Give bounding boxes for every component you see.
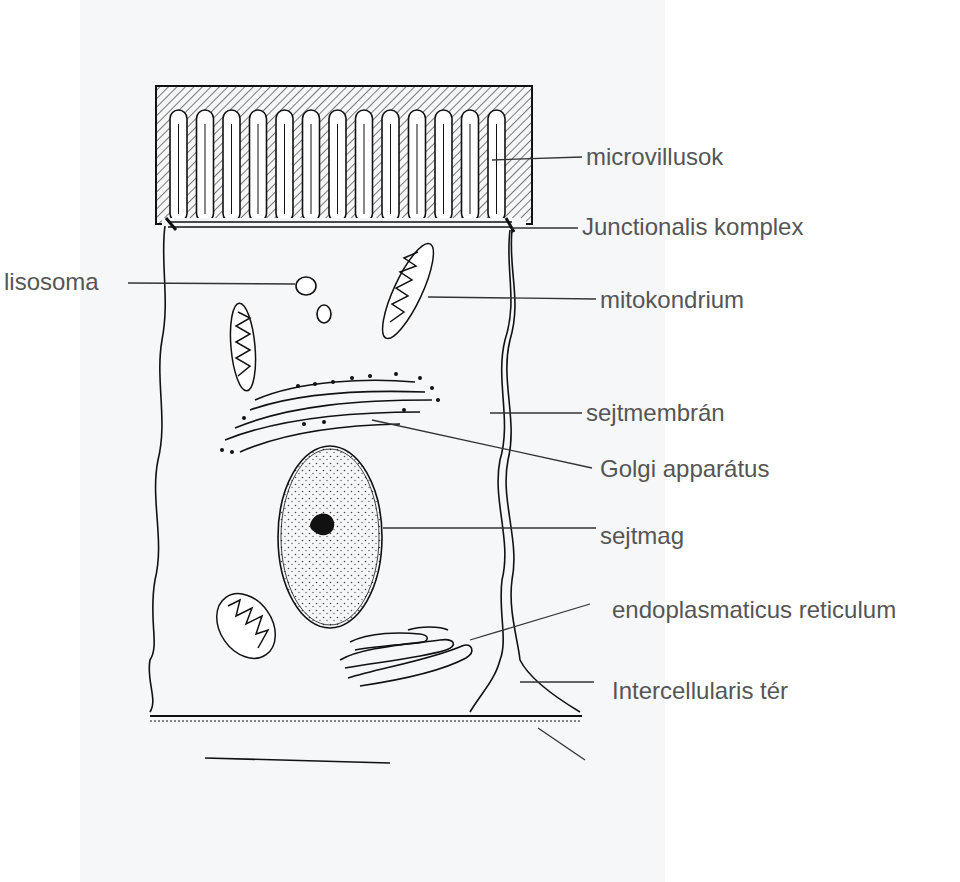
part-label: sejtmag <box>600 522 684 550</box>
part-label: lisosoma <box>4 268 99 296</box>
part-label: mitokondrium <box>600 286 744 314</box>
part-label: Junctionalis komplex <box>582 213 803 241</box>
part-label: endoplasmaticus reticulum <box>612 596 896 624</box>
part-label: Intercellularis tér <box>612 677 788 705</box>
part-label: microvillusok <box>586 143 723 171</box>
part-label: Golgi apparátus <box>600 455 769 483</box>
part-label: sejtmembrán <box>586 399 725 427</box>
